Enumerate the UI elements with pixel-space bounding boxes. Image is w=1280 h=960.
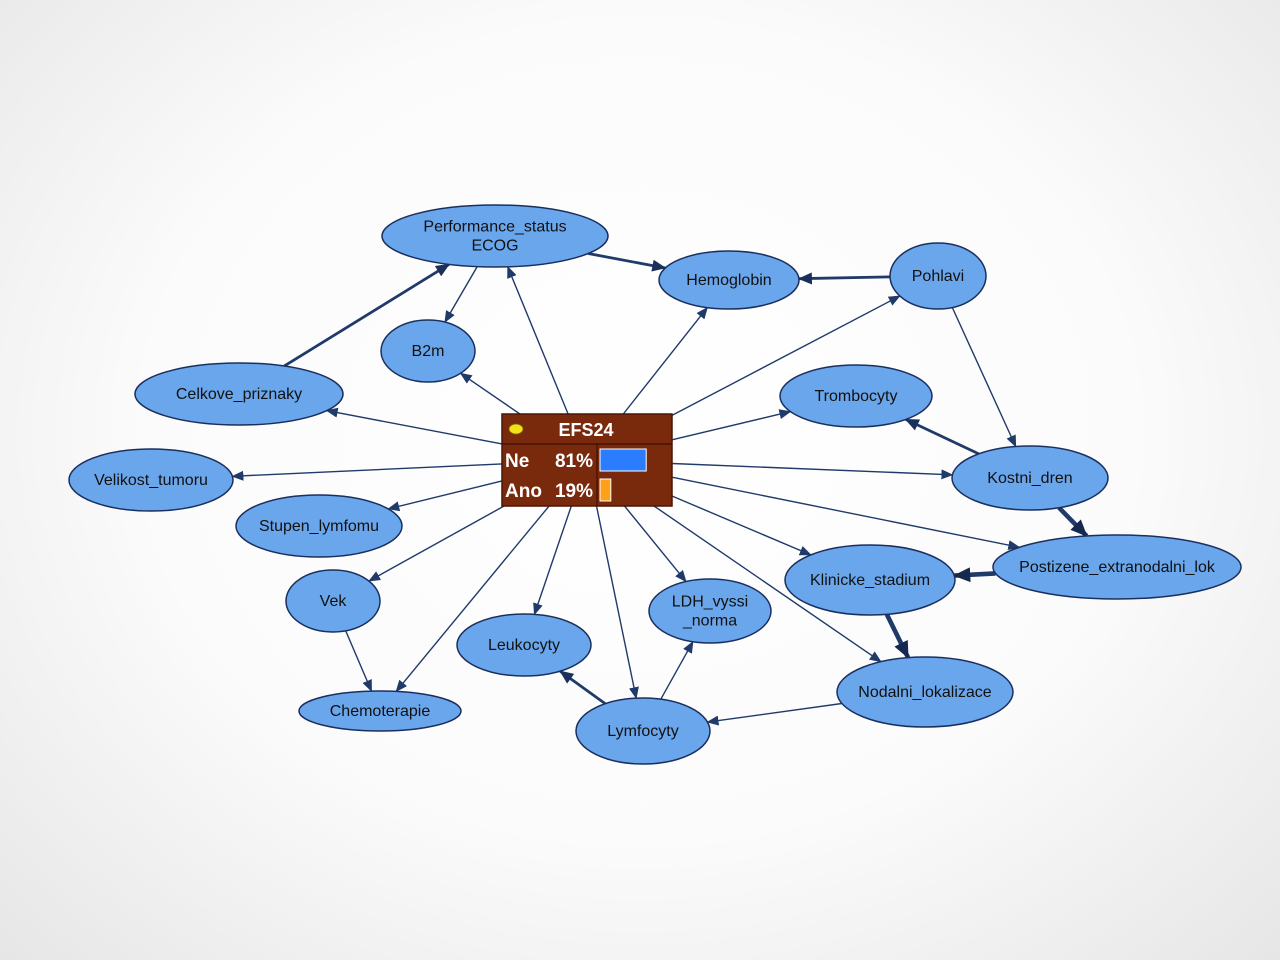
edge-lymfocyty-to-leukocyty <box>559 669 607 705</box>
node-b2m[interactable]: B2m <box>380 319 476 383</box>
edge-efs24-to-leukocyty <box>533 505 572 616</box>
edge-efs24-to-chemoterapie <box>395 505 550 693</box>
node-vek-label: Vek <box>320 593 348 610</box>
node-postizene-shape <box>992 534 1242 600</box>
edge-efs24-to-velikost <box>231 463 503 481</box>
node-pohlavi-shape <box>889 242 987 310</box>
node-celkove-label: Celkove_priznaky <box>176 386 302 403</box>
node-pohlavi-label: Pohlavi <box>912 268 964 285</box>
node-vek[interactable]: Vek <box>285 569 381 633</box>
edge-kostni-to-postizene <box>1057 506 1089 538</box>
node-hemoglobin-label: Hemoglobin <box>686 272 771 289</box>
state-ano-label: Ano <box>505 481 542 502</box>
node-nodalni[interactable]: Nodalni_lokalizace <box>836 656 1014 728</box>
edge-efs24-to-klinicke <box>671 495 812 556</box>
edge-efs24-to-b2m <box>459 372 521 415</box>
node-leukocyty-label: Leukocyty <box>488 637 560 654</box>
node-stupen-shape <box>235 494 403 558</box>
edge-efs24-to-lymfocyty <box>595 505 639 700</box>
node-kostni-shape <box>951 445 1109 511</box>
node-lymfocyty[interactable]: Lymfocyty <box>575 697 711 765</box>
node-leukocyty-shape <box>456 613 592 677</box>
node-ldh-label: _norma <box>682 613 737 630</box>
node-klinicke-shape <box>784 544 956 616</box>
edge-efs24-to-vek <box>368 505 505 582</box>
node-chemoterapie-shape <box>298 690 462 732</box>
edge-efs24-to-nodalni <box>653 505 882 663</box>
node-postizene-label: Postizene_extranodalni_lok <box>1019 559 1216 576</box>
edge-kostni-to-trombocyty <box>904 418 980 456</box>
node-celkove[interactable]: Celkove_priznaky <box>134 362 344 426</box>
state-ne-label: Ne <box>505 451 529 472</box>
node-performance-label: Performance_status <box>423 219 566 236</box>
edge-efs24-to-performance <box>507 265 569 415</box>
node-velikost[interactable]: Velikost_tumoru <box>68 448 234 512</box>
indicator-icon <box>508 423 524 435</box>
node-performance-shape <box>381 204 609 268</box>
node-klinicke[interactable]: Klinicke_stadium <box>784 544 956 616</box>
efs24-node[interactable]: EFS24 Ne 81% Ano 19% <box>501 413 673 507</box>
edge-pohlavi-to-hemoglobin <box>797 272 891 285</box>
node-pohlavi[interactable]: Pohlavi <box>889 242 987 310</box>
edge-performance-to-b2m <box>444 266 478 323</box>
state-ne-value: 81% <box>555 451 593 472</box>
edge-lymfocyty-to-ldh <box>660 640 694 700</box>
edge-efs24-to-postizene <box>671 476 1021 551</box>
edge-postizene-to-klinicke <box>953 567 996 583</box>
edge-nodalni-to-lymfocyty <box>706 702 842 726</box>
edge-efs24-to-pohlavi <box>671 295 901 417</box>
edge-performance-to-hemoglobin <box>587 252 667 272</box>
node-stupen-label: Stupen_lymfomu <box>259 518 379 535</box>
edges-layer <box>231 252 1089 726</box>
edge-pohlavi-to-kostni <box>951 307 1017 448</box>
node-celkove-shape <box>134 362 344 426</box>
node-nodalni-label: Nodalni_lokalizace <box>858 684 992 701</box>
node-postizene[interactable]: Postizene_extranodalni_lok <box>992 534 1242 600</box>
node-performance-label: ECOG <box>471 238 518 255</box>
edge-efs24-to-kostni <box>671 462 954 480</box>
node-chemoterapie-label: Chemoterapie <box>330 703 431 720</box>
node-lymfocyty-label: Lymfocyty <box>607 723 678 740</box>
node-ldh[interactable]: LDH_vyssi _norma <box>648 578 772 644</box>
edge-vek-to-chemoterapie <box>345 630 373 693</box>
node-trombocyty[interactable]: Trombocyty <box>779 364 933 428</box>
node-nodalni-shape <box>836 656 1014 728</box>
node-b2m-label: B2m <box>412 343 445 360</box>
edge-efs24-to-ldh <box>623 505 687 583</box>
state-ano-value: 19% <box>555 481 593 502</box>
node-b2m-shape <box>380 319 476 383</box>
node-stupen[interactable]: Stupen_lymfomu <box>235 494 403 558</box>
node-velikost-shape <box>68 448 234 512</box>
node-lymfocyty-shape <box>575 697 711 765</box>
node-chemoterapie[interactable]: Chemoterapie <box>298 690 462 732</box>
node-velikost-label: Velikost_tumoru <box>94 472 208 489</box>
node-kostni-label: Kostni_dren <box>987 470 1072 487</box>
edge-klinicke-to-nodalni <box>884 613 911 659</box>
node-hemoglobin[interactable]: Hemoglobin <box>658 250 800 310</box>
node-trombocyty-label: Trombocyty <box>815 388 898 405</box>
edge-efs24-to-stupen <box>387 480 503 512</box>
node-ldh-shape <box>648 578 772 644</box>
edge-efs24-to-celkove <box>325 407 503 445</box>
node-ldh-label: LDH_vyssi <box>672 594 748 611</box>
node-vek-shape <box>285 569 381 633</box>
edge-celkove-to-performance <box>283 263 450 368</box>
state-ne-bar <box>599 448 647 472</box>
node-klinicke-label: Klinicke_stadium <box>810 572 930 589</box>
edge-efs24-to-trombocyty <box>671 409 792 441</box>
node-trombocyty-shape <box>779 364 933 428</box>
node-leukocyty[interactable]: Leukocyty <box>456 613 592 677</box>
edge-efs24-to-hemoglobin <box>622 306 708 415</box>
efs24-title: EFS24 <box>558 420 613 440</box>
state-ano-bar <box>599 478 612 502</box>
node-kostni[interactable]: Kostni_dren <box>951 445 1109 511</box>
node-hemoglobin-shape <box>658 250 800 310</box>
